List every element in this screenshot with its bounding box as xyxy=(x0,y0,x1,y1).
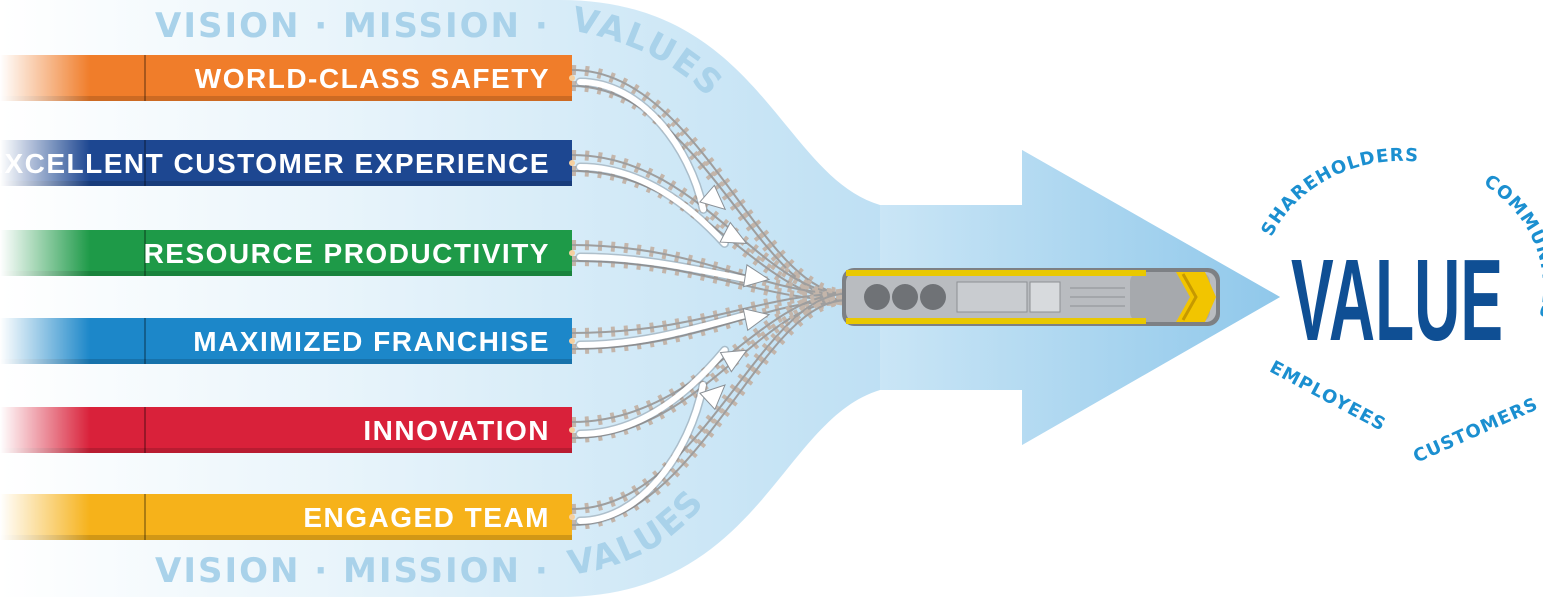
stakeholder-employees: EMPLOYEES xyxy=(1266,357,1389,436)
track-rail xyxy=(571,69,847,295)
pillar-bars: WORLD-CLASS SAFETY EXCELLENT CUSTOMER EXP… xyxy=(0,55,575,540)
railroad-tracks xyxy=(571,65,847,530)
stakeholder-customers: CUSTOMERS xyxy=(1410,394,1541,468)
pillar-label: INNOVATION xyxy=(363,415,550,446)
flow-arrow xyxy=(577,382,706,524)
flow-arrow-head xyxy=(743,264,771,288)
flow-arrows xyxy=(575,77,771,526)
pillar-label: RESOURCE PRODUCTIVITY xyxy=(144,238,550,269)
flow-arrow xyxy=(577,164,728,247)
pillar-label: MAXIMIZED FRANCHISE xyxy=(193,326,550,357)
flow-arrow xyxy=(577,254,750,283)
pillar-bar: ENGAGED TEAM xyxy=(0,494,575,540)
track-rail xyxy=(571,244,847,295)
flow-arrow-head xyxy=(719,349,748,373)
track-rail xyxy=(571,292,847,334)
flow-arrow xyxy=(577,79,707,213)
locomotive xyxy=(842,268,1220,326)
track-rail xyxy=(571,154,847,295)
flow-arrow-head xyxy=(699,184,727,211)
flow-arrow-head xyxy=(719,221,748,244)
flow-arrow-head xyxy=(699,384,726,411)
pillar-bar: WORLD-CLASS SAFETY xyxy=(0,55,575,101)
ring-top: SHAREHOLDERS xyxy=(1257,145,1420,240)
track-rail xyxy=(571,292,847,510)
pillar-bar: INNOVATION xyxy=(0,407,575,453)
track-rail xyxy=(571,299,847,439)
flow-arrow-head xyxy=(742,308,771,332)
pillar-label: ENGAGED TEAM xyxy=(303,502,550,533)
value-ring: VALUE SHAREHOLDERS COMMUNITIES CUSTOMERS… xyxy=(1257,145,1543,468)
stakeholder-shareholders: SHAREHOLDERS xyxy=(1257,145,1419,240)
flow-arrow xyxy=(577,311,750,348)
value-title: VALUE xyxy=(1291,235,1503,365)
banner-top-text: VISION · MISSION · xyxy=(155,6,550,46)
pillar-bar: RESOURCE PRODUCTIVITY xyxy=(0,230,575,276)
pillar-label: WORLD-CLASS SAFETY xyxy=(195,63,550,94)
flow-arrow xyxy=(577,347,728,437)
banner-bottom-text: VISION · MISSION · xyxy=(155,551,550,591)
pillar-bar: MAXIMIZED FRANCHISE xyxy=(0,318,575,364)
pillar-label: EXCELLENT CUSTOMER EXPERIENCE xyxy=(0,148,550,179)
pillar-bar: EXCELLENT CUSTOMER EXPERIENCE xyxy=(0,140,575,186)
